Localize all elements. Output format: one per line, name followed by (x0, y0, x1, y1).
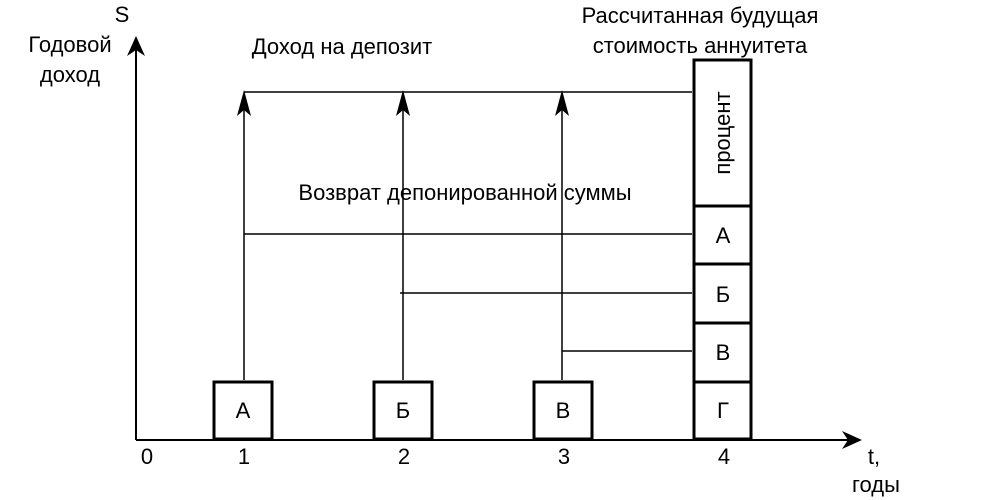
arrow-up-icon (237, 90, 251, 116)
deposit-box-b (372, 380, 434, 441)
deposit-box-label: Б (396, 398, 410, 423)
return-of-deposit-label: Возврат депонированной суммы (298, 180, 631, 205)
stack-segment-g (692, 380, 753, 441)
y-axis-arrow-icon (127, 36, 145, 56)
stack-segment-label: Б (716, 282, 730, 307)
stack-segment-label: Г (717, 398, 729, 423)
y-axis-label-line1: Годовой (28, 32, 111, 57)
deposit-box-v (532, 380, 594, 441)
x-tick-label: 1 (238, 444, 250, 469)
arrow-up-icon (555, 90, 569, 116)
x-axis-symbol: t, (868, 444, 880, 469)
stack-segment-label: А (716, 223, 731, 248)
x-tick-label: 3 (558, 444, 570, 469)
x-tick-label: 2 (398, 444, 410, 469)
y-axis-label-line2: доход (40, 62, 100, 87)
deposit-income-label: Доход на депозит (252, 34, 433, 59)
arrow-up-icon (396, 90, 410, 116)
x-axis-arrow-icon (842, 431, 862, 449)
deposit-box-label: А (236, 398, 251, 423)
deposit-box-a (212, 380, 274, 441)
stack-segment-label: В (716, 340, 731, 365)
y-axis-symbol: S (115, 2, 130, 27)
future-value-label-line1: Рассчитанная будущая (582, 3, 819, 28)
x-axis-unit: годы (852, 472, 900, 497)
stack-segment-b (692, 262, 753, 325)
deposit-box-label: В (556, 398, 571, 423)
stack-segment-v (692, 321, 753, 384)
stack-interest-segment (692, 58, 753, 208)
x-tick-label: 4 (718, 444, 730, 469)
stack-segment-a (692, 204, 753, 266)
stack-interest-label: процент (710, 91, 735, 174)
x-tick-label: 0 (141, 444, 153, 469)
future-value-label-line2: стоимость аннуитета (593, 33, 808, 58)
